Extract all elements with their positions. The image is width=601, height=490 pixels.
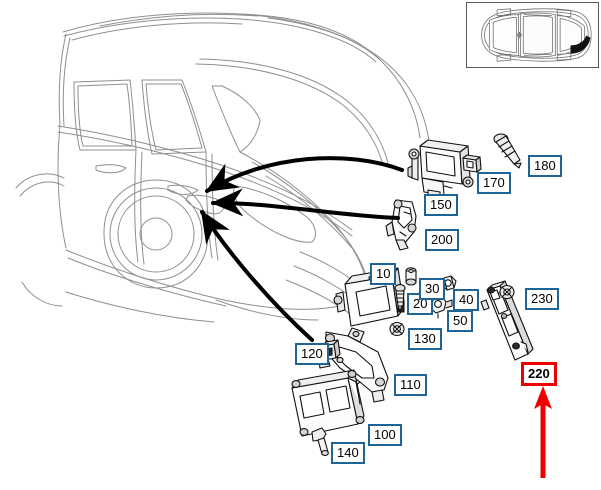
callout-180[interactable]: 180	[528, 155, 562, 177]
callout-150[interactable]: 150	[424, 194, 458, 216]
callout-label: 180	[534, 158, 556, 173]
callout-200[interactable]: 200	[425, 229, 459, 251]
callout-230[interactable]: 230	[525, 288, 559, 310]
callout-label: 10	[376, 266, 391, 281]
callout-label: 110	[400, 377, 421, 392]
callout-170[interactable]: 170	[477, 172, 511, 194]
callout-label: 100	[374, 427, 396, 442]
callout-label: 140	[337, 445, 359, 460]
callout-120[interactable]: 120	[295, 343, 329, 365]
callout-50[interactable]: 50	[447, 310, 474, 332]
callout-100[interactable]: 100	[368, 424, 402, 446]
leader-arrow-200	[211, 188, 400, 220]
callout-140[interactable]: 140	[331, 442, 365, 464]
callout-label: 230	[531, 291, 553, 306]
callout-label: 200	[431, 232, 453, 247]
part-220-rail	[480, 280, 534, 361]
part-180-screw-long	[493, 133, 522, 169]
callout-label: 40	[459, 292, 474, 307]
part-20-screw	[394, 284, 406, 312]
vehicle-top-view-drawing	[481, 8, 592, 62]
leader-arrow-lower	[200, 210, 314, 342]
callout-label: 120	[301, 346, 323, 361]
inset-highlight-region	[570, 35, 591, 54]
callout-110[interactable]: 110	[394, 374, 427, 396]
part-230-fastener	[499, 284, 515, 300]
callout-130[interactable]: 130	[408, 328, 442, 350]
part-150-control-unit	[407, 139, 474, 201]
vehicle-top-view-inset	[466, 2, 599, 68]
callout-label: 30	[425, 281, 440, 296]
callout-10[interactable]: 10	[370, 263, 397, 285]
part-100-housing	[291, 369, 365, 437]
callout-label: 170	[483, 175, 505, 190]
callout-40[interactable]: 40	[453, 289, 480, 311]
callout-label: 50	[453, 313, 468, 328]
callout-label: 220	[528, 366, 550, 381]
part-170-spacer	[462, 154, 482, 173]
callout-30[interactable]: 30	[419, 278, 446, 300]
callout-220[interactable]: 220	[521, 362, 557, 386]
callout-label: 130	[414, 331, 436, 346]
part-30-bushing	[405, 267, 417, 286]
leader-arrow-150	[205, 156, 404, 193]
part-130-grommet	[389, 321, 405, 337]
part-140-bolt	[311, 427, 329, 456]
callout-label: 150	[430, 197, 452, 212]
